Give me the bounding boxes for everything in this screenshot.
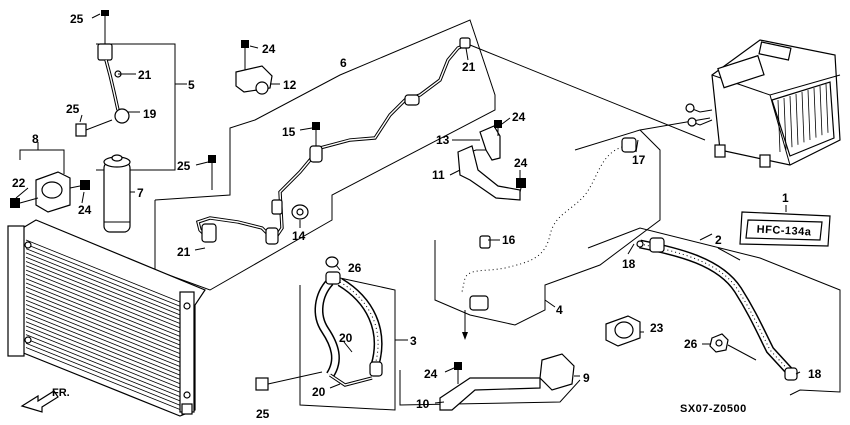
condenser-fin <box>25 278 181 342</box>
condenser-fin <box>25 252 181 316</box>
condenser-fin <box>25 304 181 367</box>
condenser <box>7 219 206 417</box>
callout-17: 17 <box>632 153 646 167</box>
evaporator-unit <box>685 39 841 168</box>
condenser-fin <box>25 317 181 380</box>
front-direction-arrow: FR. <box>20 387 70 413</box>
part-6-pipe <box>195 37 471 245</box>
condenser-fin <box>25 295 181 359</box>
evaporator-fin <box>825 83 829 133</box>
condenser-fin <box>25 256 181 320</box>
part-9-10-bracket <box>439 353 575 411</box>
condenser-fin <box>25 239 181 303</box>
condenser-fin <box>25 248 181 311</box>
condenser-fin <box>25 261 181 324</box>
callout-5: 5 <box>188 78 195 92</box>
callout-21: 21 <box>462 60 476 74</box>
condenser-fin <box>25 342 181 406</box>
part-2-hose <box>636 237 798 381</box>
part-3-discharge-hose <box>255 256 383 391</box>
evaporator-fin <box>777 99 781 153</box>
drawing-code: SX07-Z0500 <box>680 403 747 415</box>
callout-18: 18 <box>808 367 822 381</box>
callout-7: 7 <box>137 186 144 200</box>
part-8-bracket <box>10 171 90 213</box>
callout-15: 15 <box>282 125 296 139</box>
part-4-suction-hose <box>459 137 637 340</box>
callout-21: 21 <box>177 245 191 259</box>
callout-numbers: 25 5 21 19 25 8 22 24 7 24 12 6 15 25 21… <box>12 12 822 421</box>
condenser-fin <box>25 291 181 354</box>
callout-24: 24 <box>78 203 92 217</box>
condenser-fin <box>25 308 181 372</box>
condenser-fin <box>25 325 181 389</box>
callout-11: 11 <box>432 168 445 182</box>
condenser-fin <box>25 334 181 397</box>
condenser-fin <box>25 265 181 329</box>
decal-text: HFC-134a <box>756 224 812 239</box>
hfc-decal: HFC-134a <box>739 211 831 247</box>
evaporator-fin <box>807 89 811 141</box>
condenser-fin <box>25 321 181 385</box>
callout-25: 25 <box>177 159 191 173</box>
callout-25: 25 <box>256 407 270 421</box>
callout-25: 25 <box>70 12 84 26</box>
callout-20: 20 <box>339 331 353 345</box>
part-7-receiver-dryer <box>103 154 131 233</box>
callout-22: 22 <box>12 176 26 190</box>
evaporator-fin <box>813 87 817 138</box>
callout-24: 24 <box>514 156 528 170</box>
part-23-clamp <box>605 315 641 347</box>
callout-12: 12 <box>283 78 297 92</box>
callout-13: 13 <box>436 133 450 147</box>
condenser-fin <box>25 347 181 410</box>
condenser-fin <box>25 286 181 350</box>
leader-lines <box>15 13 801 404</box>
group-outlines <box>19 19 841 411</box>
callout-25: 25 <box>66 102 80 116</box>
callout-24: 24 <box>512 110 526 124</box>
condenser-fin <box>25 299 181 363</box>
callout-10: 10 <box>416 397 430 411</box>
callout-18: 18 <box>622 257 636 271</box>
callout-23: 23 <box>650 321 664 335</box>
callout-20: 20 <box>312 385 326 399</box>
callout-3: 3 <box>410 334 417 348</box>
callout-4: 4 <box>556 303 563 317</box>
callout-9: 9 <box>583 371 590 385</box>
front-direction-label: FR. <box>52 387 70 399</box>
condenser-fin <box>25 282 181 346</box>
callout-16: 16 <box>502 233 516 247</box>
part-5-switch-pipe <box>75 10 140 137</box>
evaporator-fin <box>783 97 787 150</box>
evaporator-fin <box>819 85 823 136</box>
condenser-fin <box>25 329 181 393</box>
callout-1: 1 <box>782 191 789 205</box>
callout-26: 26 <box>684 337 698 351</box>
callout-24: 24 <box>262 42 276 56</box>
condenser-fin <box>25 269 181 333</box>
part-13-11-brackets <box>457 120 526 201</box>
callout-14: 14 <box>292 229 306 243</box>
callout-24: 24 <box>424 367 438 381</box>
evaporator-fin <box>795 93 799 145</box>
callout-19: 19 <box>143 107 157 121</box>
evaporator-fin <box>801 91 805 143</box>
callout-8: 8 <box>32 132 39 146</box>
part-12-clip <box>235 40 273 95</box>
condenser-fin <box>25 243 181 307</box>
part-26-nut <box>709 333 757 361</box>
callout-21: 21 <box>138 68 152 82</box>
condenser-fin <box>25 338 181 402</box>
evaporator-fin <box>789 95 793 148</box>
callout-6: 6 <box>340 56 347 70</box>
condenser-fin <box>25 312 181 376</box>
condenser-fin <box>25 274 181 337</box>
callout-26: 26 <box>348 261 362 275</box>
callout-2: 2 <box>715 233 722 247</box>
